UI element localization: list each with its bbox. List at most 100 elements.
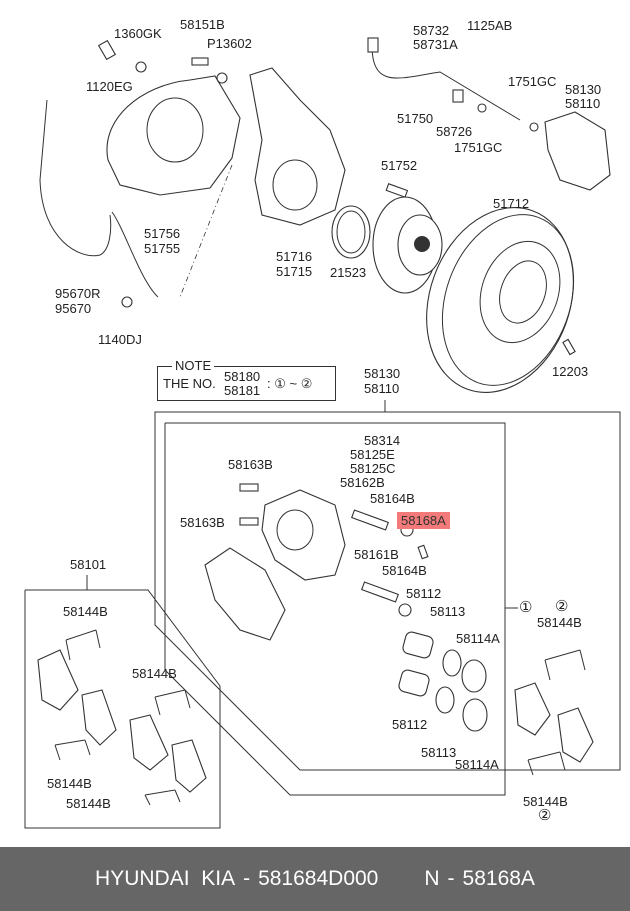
boot-58114A-2: [462, 698, 488, 732]
label-95670: 95670: [55, 301, 92, 316]
label-58125E: 58125E: [350, 447, 395, 462]
seal-58113-2: [435, 686, 455, 714]
label-58732: 58732: [413, 23, 450, 38]
label-58130-top: 58130: [565, 82, 602, 97]
brake-pad-left-2: [81, 689, 117, 746]
screw-12203: [562, 338, 576, 356]
footer-part-number: 581684D000: [258, 867, 379, 890]
label-58162B: 58162B: [340, 475, 385, 490]
hose-fitting: [367, 37, 379, 53]
footer-separator-2: -: [447, 867, 455, 890]
label-P13602: P13602: [207, 36, 252, 51]
washer-1751GC-2: [529, 122, 539, 132]
label-58101: 58101: [70, 557, 107, 572]
label-58130-mid: 58130: [364, 366, 401, 381]
caliper-top-part: [544, 111, 611, 191]
footer-brand: HYUNDAI KIA: [95, 867, 236, 890]
label-58144B-6: 58144B: [523, 794, 568, 809]
washer-P13602: [216, 72, 228, 84]
seal-21523: [331, 205, 371, 259]
dust-shield-part: [106, 75, 241, 196]
washer-1360GK: [135, 61, 147, 73]
label-58168A-highlighted: 58168A: [397, 512, 450, 529]
label-58113-lower: 58113: [421, 745, 457, 760]
boot-58164B-2: [398, 603, 412, 617]
label-58164B-upper: 58164B: [370, 491, 415, 506]
label-58144B-4: 58144B: [66, 796, 111, 811]
label-51755: 51755: [144, 241, 181, 256]
note-prefix: THE NO.: [163, 376, 216, 391]
label-58164B-lower: 58164B: [382, 563, 427, 578]
label-51756: 51756: [144, 226, 181, 241]
label-51716: 51716: [276, 249, 313, 264]
steering-knuckle-part: [249, 67, 346, 226]
label-58163B-lower: 58163B: [180, 515, 225, 530]
label-12203: 12203: [552, 364, 589, 379]
label-1360GK: 1360GK: [114, 26, 162, 41]
brake-pad-kit2-1: [514, 682, 551, 736]
label-1125AB: 1125AB: [467, 18, 513, 33]
bolt-58151B: [191, 57, 209, 66]
brake-pad-kit2-2: [557, 707, 594, 763]
piston-58112-2: [398, 669, 430, 697]
label-58314: 58314: [364, 433, 401, 448]
boot-58114A: [461, 659, 487, 693]
brake-hose-part: [371, 44, 521, 121]
wheel-speed-sensor-cable: [39, 99, 112, 257]
note-range: : ① ~ ②: [267, 376, 313, 391]
label-1751GC-lower: 1751GC: [454, 140, 503, 155]
note-num-58181: 58181: [224, 383, 261, 398]
circle-1-marker: ①: [519, 599, 533, 616]
circle-2-marker-top: ②: [555, 598, 569, 615]
label-58144B-5: 58144B: [537, 615, 582, 630]
sleeve-58168A: [417, 544, 429, 560]
label-1120EG: 1120EG: [86, 79, 133, 94]
caliper-body-part: [261, 489, 346, 581]
label-58726: 58726: [436, 124, 473, 139]
caliper-bracket-part: [204, 547, 286, 641]
note-title: NOTE: [172, 358, 215, 373]
note-box: [157, 366, 336, 401]
label-58144B-1: 58144B: [63, 604, 108, 619]
label-51750: 51750: [397, 111, 434, 126]
parts-diagram: 1360GK 1120EG 58151B P13602 58732 58731A…: [24, 17, 621, 829]
label-58163B-upper: 58163B: [228, 457, 273, 472]
label-58125C: 58125C: [350, 461, 396, 476]
diagram-drawing: [24, 37, 621, 829]
label-58161B: 58161B: [354, 547, 399, 562]
brake-pad-right-1: [129, 714, 169, 771]
label-58113-upper: 58113: [430, 604, 466, 619]
label-51712: 51712: [493, 196, 530, 211]
label-58114A-upper: 58114A: [456, 631, 500, 646]
bolt-58163B-2: [239, 517, 259, 526]
label-58114A-lower: 58114A: [455, 757, 499, 772]
label-58110-mid: 58110: [364, 381, 400, 396]
label-58144B-3: 58144B: [47, 776, 92, 791]
bolt-1120EG: [97, 39, 117, 61]
label-58110-top: 58110: [565, 96, 601, 111]
circle-2-marker-bottom: ②: [538, 807, 552, 824]
seal-58113: [442, 649, 462, 677]
label-51752: 51752: [381, 158, 418, 173]
label-58112-lower: 58112: [392, 717, 428, 732]
bolt-58163B: [239, 483, 259, 492]
bolt-58726: [452, 89, 464, 103]
footer-separator: -: [243, 867, 251, 890]
note-num-58180: 58180: [224, 369, 261, 384]
piston-58112: [402, 631, 434, 659]
label-58112-upper: 58112: [406, 586, 442, 601]
label-58151B: 58151B: [180, 17, 225, 32]
bolt-1140DJ: [121, 296, 133, 308]
label-1140DJ: 1140DJ: [98, 332, 142, 347]
footer-ref-prefix: N: [424, 867, 440, 890]
hub-bolt-51752: [385, 183, 409, 198]
label-51715: 51715: [276, 264, 313, 279]
guide-pin-58161B: [361, 581, 399, 603]
part-info-footer: HYUNDAI KIA - 581684D000 N - 58168A: [0, 847, 630, 911]
washer-1751GC: [477, 103, 487, 113]
label-95670R: 95670R: [55, 286, 101, 301]
label-58144B-2: 58144B: [132, 666, 177, 681]
label-21523: 21523: [330, 265, 367, 280]
guide-pin-58162B: [351, 509, 389, 531]
label-1751GC-upper: 1751GC: [508, 74, 557, 89]
